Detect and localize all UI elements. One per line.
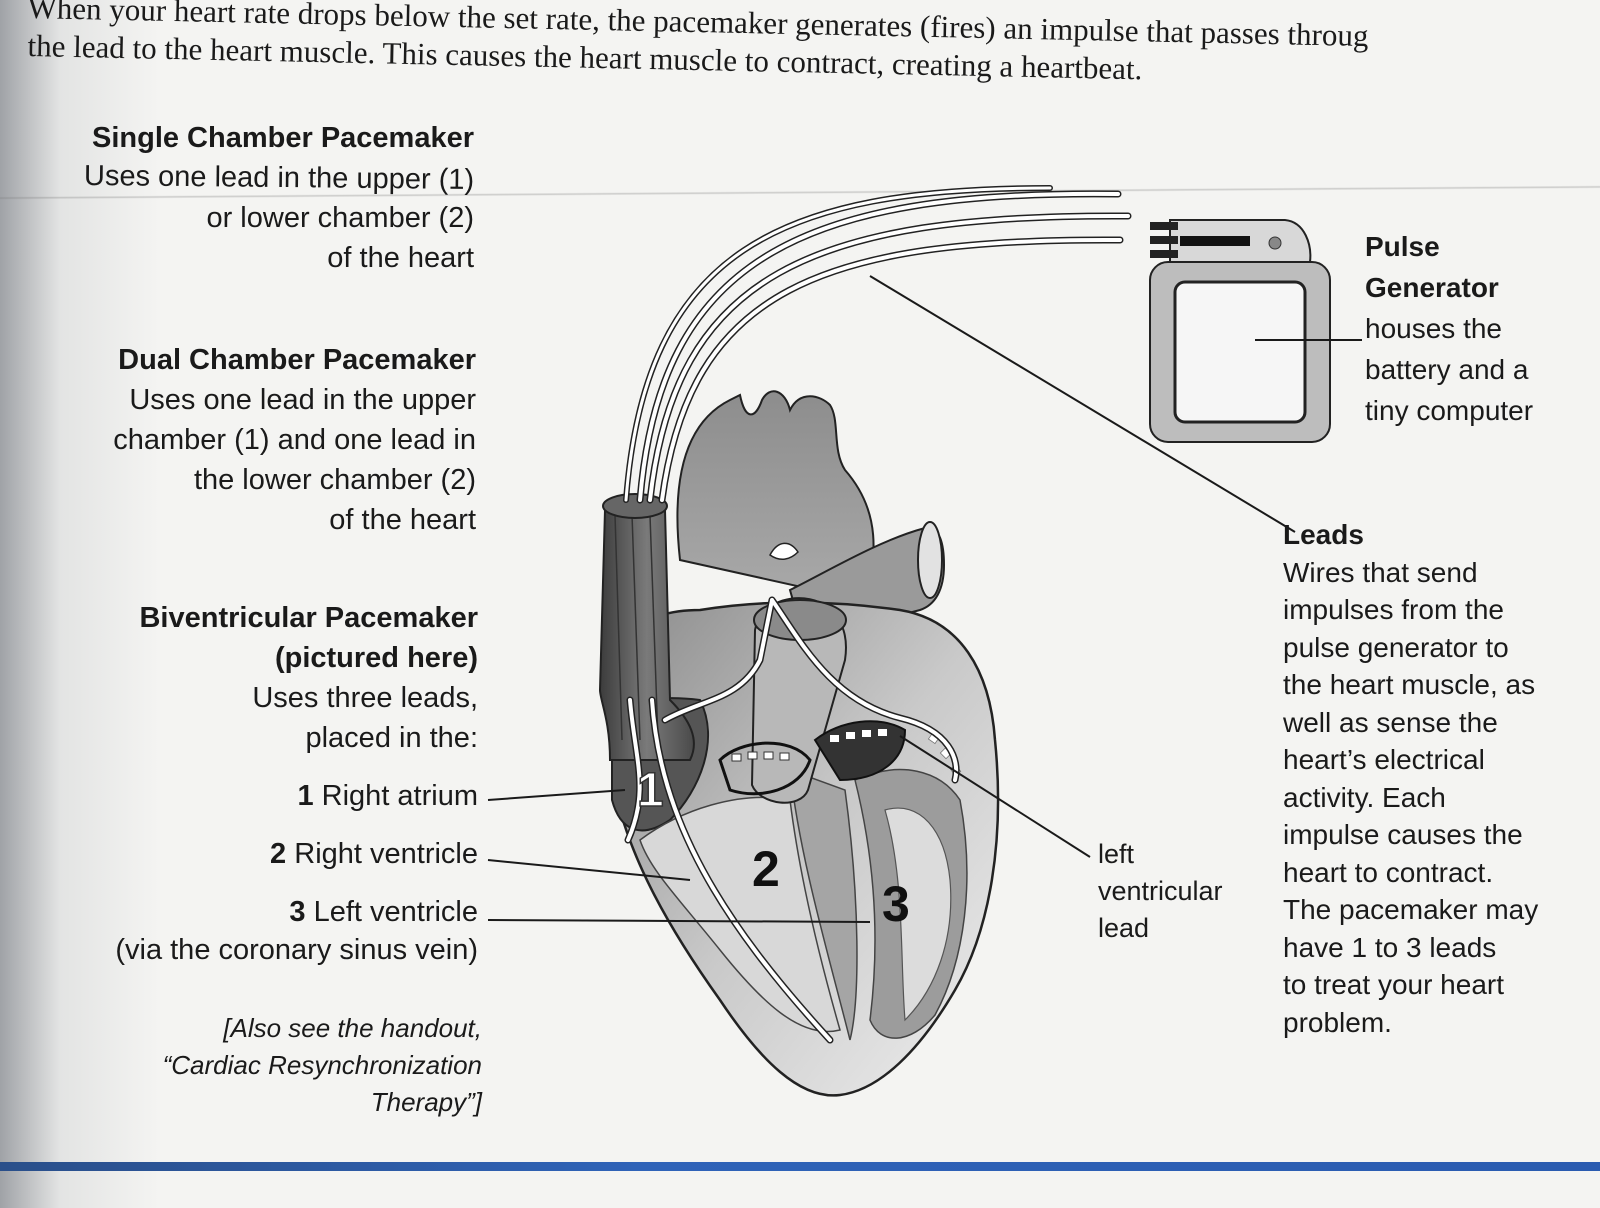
- dual-chamber-title: Dual Chamber Pacemaker: [118, 344, 476, 376]
- single-chamber-line-2: or lower chamber (2): [206, 202, 474, 234]
- lead-bundle: [623, 185, 1132, 504]
- leads-line-4: the heart muscle, as: [1283, 669, 1536, 700]
- aortic-notch: [769, 542, 799, 560]
- pointer-lv-lead: [899, 735, 1091, 858]
- placement-right-ventricle: 2 Right ventricle: [270, 838, 478, 871]
- single-chamber-line-1: Uses one lead in the upper (1): [83, 159, 475, 197]
- single-chamber-block: Single Chamber Pacemaker Uses one lead i…: [84, 118, 474, 278]
- biventricular-title: Biventricular Pacemaker: [139, 602, 478, 634]
- pulse-generator-label: Pulse Generator houses the battery and a…: [1365, 226, 1533, 431]
- vena-cava-opening: [602, 493, 668, 519]
- pointer-leads: [869, 275, 1296, 533]
- pulse-generator-device: [1149, 219, 1331, 443]
- leads-line-9: heart to contract.: [1283, 856, 1494, 888]
- pointer-right-ventricle: [487, 859, 691, 881]
- pulse-generator-title-1: Pulse: [1365, 231, 1440, 262]
- leads-line-13: problem.: [1283, 1006, 1392, 1038]
- heart-number-3: 3: [882, 876, 910, 932]
- leads-line-6: heart’s electrical: [1283, 744, 1485, 775]
- placement-label-3: Left ventricle: [313, 896, 478, 928]
- placement-right-atrium: 1 Right atrium: [297, 780, 478, 813]
- tricuspid-valve: [718, 741, 812, 796]
- leads-line-3: pulse generator to: [1283, 631, 1509, 663]
- leads-label: Leads Wires that send impulses from the …: [1283, 516, 1538, 1041]
- pointer-left-ventricle: [487, 919, 871, 923]
- leads-line-10: The pacemaker may: [1283, 894, 1539, 925]
- placement-number-2: 2: [270, 838, 287, 870]
- superior-vena-cava: [598, 509, 695, 761]
- pulse-generator-line-2: battery and a: [1365, 354, 1529, 385]
- placement-left-ventricle: 3 Left ventricle: [289, 896, 478, 929]
- pulse-generator-title-2: Generator: [1365, 272, 1499, 303]
- placement-label-1: Right atrium: [321, 780, 478, 812]
- placement-number-1: 1: [297, 780, 314, 812]
- biventricular-line-1: Uses three leads,: [252, 682, 478, 714]
- callout-lines: [487, 275, 1362, 923]
- leads-line-12: to treat your heart: [1283, 969, 1505, 1000]
- lv-lead-line-1: left: [1098, 839, 1135, 869]
- dual-chamber-block: Dual Chamber Pacemaker Uses one lead in …: [113, 340, 476, 540]
- handout-line-1: [Also see the handout,: [223, 1013, 482, 1043]
- biventricular-block: Biventricular Pacemaker (pictured here) …: [139, 598, 478, 758]
- lv-lead-label: left ventricular lead: [1098, 836, 1223, 947]
- single-chamber-line-3: of the heart: [327, 242, 474, 274]
- dual-chamber-line-3: the lower chamber (2): [193, 464, 476, 496]
- biventricular-subtitle: (pictured here): [274, 642, 478, 674]
- leads-line-11: have 1 to 3 leads: [1283, 931, 1497, 963]
- leads-title: Leads: [1283, 519, 1364, 550]
- septum: [789, 768, 858, 1041]
- lv-lead-line-3: lead: [1098, 913, 1150, 943]
- handout-line-3: Therapy”]: [370, 1087, 482, 1117]
- bottom-rule: [0, 1162, 1600, 1171]
- dual-chamber-line-4: of the heart: [329, 504, 476, 536]
- leads-line-2: impulses from the: [1283, 594, 1504, 625]
- right-ventricle: [639, 796, 841, 1033]
- pulse-generator-line-3: tiny computer: [1365, 395, 1534, 426]
- placement-label-2: Right ventricle: [294, 838, 478, 870]
- leads-line-8: impulse causes the: [1283, 819, 1523, 850]
- lead-left-ventricle: [661, 596, 960, 784]
- leads-line-5: well as sense the: [1283, 706, 1498, 738]
- dual-chamber-line-2: chamber (1) and one lead in: [113, 424, 476, 456]
- heart-number-2: 2: [752, 841, 780, 897]
- left-ventricle-inner: [884, 807, 952, 1022]
- aorta: [676, 390, 875, 602]
- biventricular-line-2: placed in the:: [305, 722, 478, 754]
- lead-right-atrium: [624, 696, 644, 844]
- handout-note: [Also see the handout, “Cardiac Resynchr…: [163, 1010, 482, 1121]
- handout-line-2: “Cardiac Resynchronization: [162, 1050, 482, 1080]
- dual-chamber-line-1: Uses one lead in the upper: [129, 384, 476, 416]
- leads-line-1: Wires that send: [1283, 556, 1478, 588]
- lv-lead-line-2: ventricular: [1098, 876, 1223, 906]
- heart-number-1: 1: [637, 764, 664, 817]
- leads-line-7: activity. Each: [1283, 781, 1446, 813]
- placement-note: (via the coronary sinus vein): [115, 934, 478, 966]
- placement-number-3: 3: [289, 896, 306, 928]
- lead-right-ventricle: [648, 696, 834, 1044]
- single-chamber-title: Single Chamber Pacemaker: [91, 122, 474, 154]
- pulmonary-artery-opening: [917, 521, 943, 599]
- pointer-right-atrium: [487, 789, 626, 801]
- pulse-generator-line-1: houses the: [1365, 313, 1502, 344]
